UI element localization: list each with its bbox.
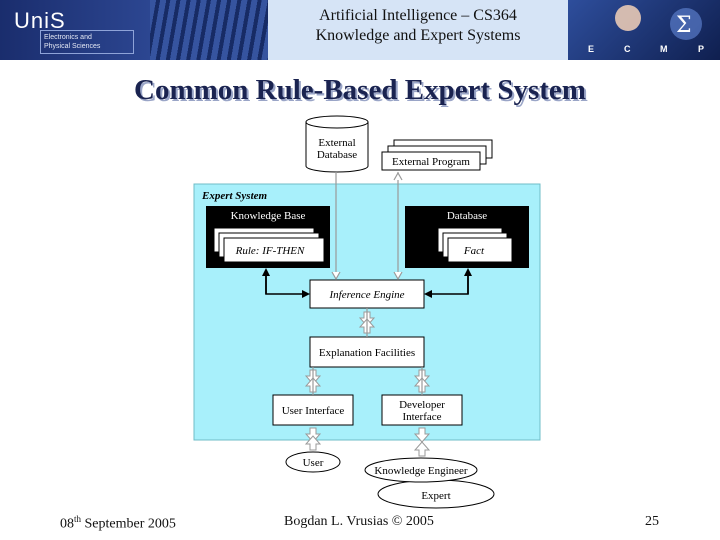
external-database-label-1: External [318, 137, 355, 149]
database-label: Database [447, 210, 487, 222]
fact-database: Database Fact [405, 206, 529, 268]
developer-interface-label-2: Interface [402, 411, 441, 423]
user-label: User [303, 457, 324, 469]
external-links [331, 171, 403, 281]
course-title-area [268, 0, 568, 60]
explanation-facilities-label: Explanation Facilities [319, 347, 415, 359]
page-number: 25 [645, 514, 659, 529]
developer-interface-label-1: Developer [399, 399, 445, 411]
slide-title: Common Rule-Based Expert System [134, 74, 586, 106]
dept-letter-m: M [660, 44, 668, 54]
rule-label: Rule: IF-THEN [235, 245, 305, 257]
explanation-facilities-box [309, 336, 425, 368]
inference-connectors [262, 268, 472, 298]
external-program: External Program [381, 139, 493, 171]
course-topic: Knowledge and Expert Systems [315, 27, 521, 44]
knowledge-engineer-label: Knowledge Engineer [374, 465, 467, 477]
expert-system-label: Expert System [201, 190, 268, 202]
university-logo-area: UniS Electronics and Physical Sciences [0, 0, 150, 60]
building-photo [150, 0, 270, 60]
footer-author: Bogdan L. Vrusias © 2005 [284, 514, 434, 529]
date-ordinal: th [74, 514, 82, 524]
external-program-label: External Program [392, 156, 470, 168]
external-database-label-2: Database [317, 149, 357, 161]
inference-engine-box [309, 279, 425, 309]
school-name: Electronics and Physical Sciences [44, 34, 101, 50]
logo-frame [40, 30, 134, 54]
department-graphic: Σ [568, 0, 720, 60]
footer-date: 08th September 2005 [60, 514, 176, 533]
dept-letter-c: C [624, 44, 631, 54]
course-title: Artificial Intelligence – CS364 Knowledg… [268, 6, 568, 46]
inference-engine-label: Inference Engine [328, 289, 404, 301]
user-interface-box [272, 394, 354, 426]
dept-letter-p: P [698, 44, 705, 54]
knowledge-engineer-ellipse [364, 457, 478, 483]
knowledge-base: Knowledge Base Rule: IF-THEN [206, 206, 330, 268]
date-rest: September 2005 [81, 516, 176, 532]
developer-interface-box [381, 394, 463, 426]
knowledge-base-label: Knowledge Base [231, 210, 306, 222]
expert-label: Expert [421, 490, 450, 502]
university-logo: UniS [14, 8, 66, 33]
external-database: External Database [305, 115, 369, 173]
user-ellipse [285, 451, 341, 473]
user-interface-label: User Interface [282, 405, 345, 417]
course-name: Artificial Intelligence – CS364 [319, 7, 517, 24]
dept-letter-e: E [588, 44, 595, 54]
header-banner: UniS Electronics and Physical Sciences A… [0, 0, 720, 60]
svg-text:Σ: Σ [676, 13, 692, 38]
date-day: 08 [60, 516, 74, 532]
sigma-graphic: Σ [615, 5, 702, 40]
fact-label: Fact [463, 245, 485, 257]
vertical-guides [312, 308, 423, 395]
